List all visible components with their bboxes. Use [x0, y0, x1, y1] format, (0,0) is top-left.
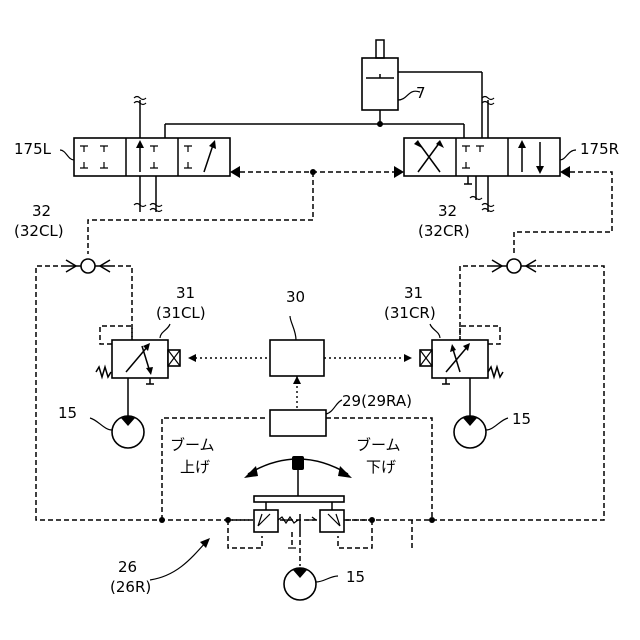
pilot-lines-top [88, 169, 612, 254]
pump-bottom: 15 [284, 568, 365, 600]
pump-bottom-label: 15 [346, 568, 365, 586]
controller-label: 30 [286, 288, 305, 306]
operation-device-code: (26R) [110, 578, 151, 596]
operation-device-num: 26 [118, 558, 137, 576]
valve-right-label: 175R [580, 140, 619, 158]
boom-cylinder: 7 [165, 40, 482, 138]
solenoid-valve-left: 31 (31CL) [96, 284, 206, 420]
shuttle-right-code: (32CR) [418, 222, 470, 240]
boom-down-line2: 下げ [366, 458, 396, 476]
pump-left-label: 15 [58, 404, 77, 422]
pressure-sensor: 29(29RA) [270, 392, 412, 436]
solenoid-left-code: (31CL) [156, 304, 206, 322]
shuttle-valve-right: 32 (32CR) [418, 202, 536, 273]
shuttle-right-num: 32 [438, 202, 457, 220]
solenoid-right-code: (31CR) [384, 304, 436, 322]
pump-left: 15 [58, 404, 144, 448]
boom-down-line1: ブーム [356, 436, 401, 454]
control-valve-left: 175L [14, 97, 240, 213]
sensor-label: 29(29RA) [342, 392, 412, 410]
pump-right-label: 15 [512, 410, 531, 428]
cylinder-label: 7 [416, 84, 426, 102]
pump-right: 15 [454, 410, 531, 448]
solenoid-right-num: 31 [404, 284, 423, 302]
shuttle-left-num: 32 [32, 202, 51, 220]
boom-up-line2: 上げ [180, 458, 210, 476]
shuttle-valve-left: 32 (32CL) [14, 202, 110, 273]
control-valve-right: 175R [394, 97, 619, 213]
shuttle-left-code: (32CL) [14, 222, 64, 240]
valve-left-label: 175L [14, 140, 52, 158]
solenoid-left-num: 31 [176, 284, 195, 302]
boom-up-line1: ブーム [170, 436, 215, 454]
